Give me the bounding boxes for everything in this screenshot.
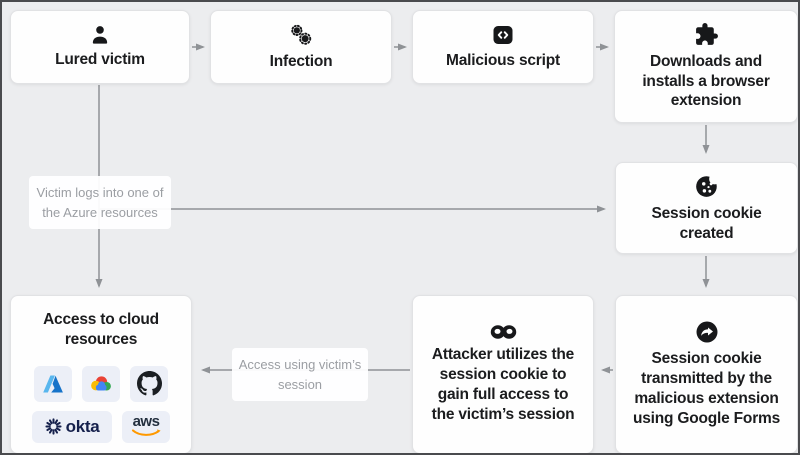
virus-icon	[289, 23, 313, 47]
okta-wordmark: okta	[65, 416, 100, 436]
node-label: Infection	[269, 52, 333, 70]
edge-label-access-session: Access using victim’s session	[232, 348, 368, 401]
code-badge-icon	[491, 24, 515, 46]
share-circle-icon	[695, 320, 719, 344]
node-label: Attacker utilizes the session cookie to …	[431, 346, 575, 423]
okta-aura-icon	[45, 418, 62, 435]
node-lured-victim: Lured victim	[10, 10, 190, 84]
edge-label-azure-login: Victim logs into one of the Azure resour…	[29, 176, 171, 229]
cookie-icon	[694, 173, 720, 199]
node-malicious-script: Malicious script	[412, 10, 594, 84]
github-logo-icon	[130, 365, 168, 402]
aws-logo: aws	[122, 410, 170, 443]
node-label: Access to cloud resources	[43, 311, 159, 348]
node-access-cloud-resources: Access to cloud resources	[10, 295, 192, 453]
google-cloud-logo-icon	[82, 365, 120, 402]
node-downloads-extension: Downloads and installs a browser extensi…	[614, 10, 798, 123]
node-label: Malicious script	[446, 51, 560, 69]
cloud-logo-grid: okta aws	[32, 365, 170, 443]
aws-smile-icon	[131, 428, 161, 436]
node-label: Session cookie created	[651, 204, 762, 242]
aws-wordmark: aws	[132, 412, 160, 430]
domino-mask-icon	[490, 324, 517, 340]
person-icon	[88, 24, 112, 45]
node-session-cookie-created: Session cookie created	[615, 162, 798, 254]
okta-logo: okta	[32, 410, 112, 443]
puzzle-piece-icon	[694, 22, 719, 47]
node-label: Downloads and installs a browser extensi…	[642, 52, 770, 110]
node-infection: Infection	[210, 10, 392, 84]
node-session-cookie-transmitted: Session cookie transmitted by the malici…	[615, 295, 798, 453]
azure-logo-icon	[34, 365, 72, 402]
node-attacker-utilizes: Attacker utilizes the session cookie to …	[412, 295, 594, 453]
node-label: Lured victim	[55, 51, 145, 69]
node-label: Session cookie transmitted by the malici…	[632, 350, 781, 427]
